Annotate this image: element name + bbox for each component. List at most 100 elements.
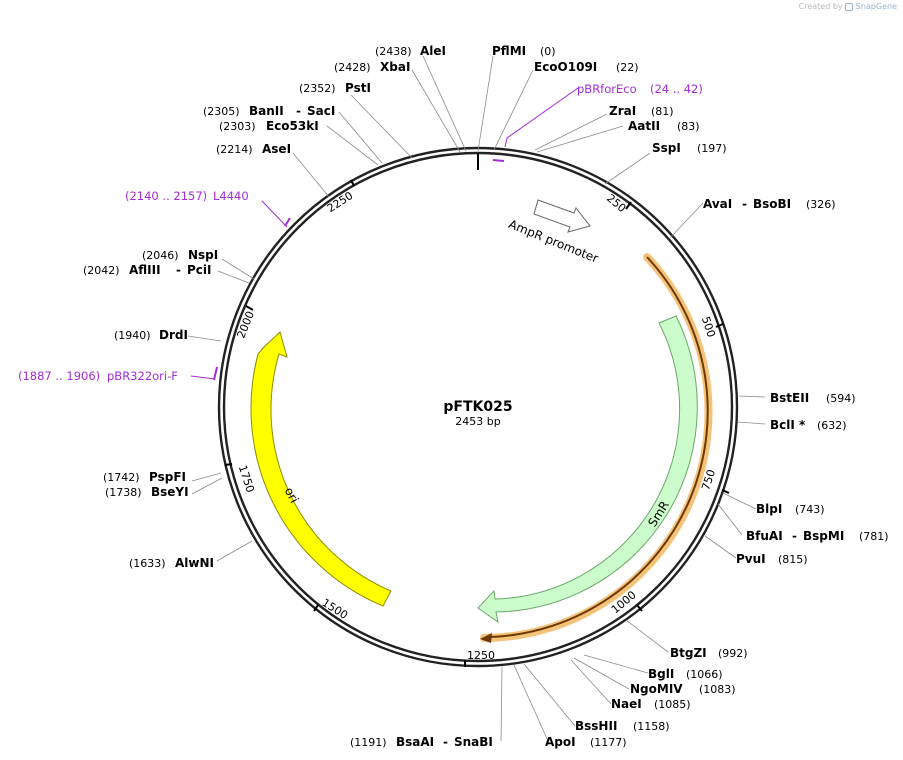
enzyme-aflIII-name: AflIII [129, 263, 161, 277]
enzyme-pflMI-name: PflMI [492, 44, 526, 58]
tick-label-2000: 2000 [234, 309, 257, 340]
enzyme-apoI-pos: (1177) [590, 736, 627, 749]
ampr-promoter-feature: AmpR promoter [507, 199, 600, 266]
plasmid-length: 2453 bp [455, 415, 500, 428]
enzyme-aflIII-pos: (2042) [83, 264, 120, 277]
enzyme-labels-left: (2438) AleI (2428) XbaI (2352) PstI (230… [83, 44, 446, 570]
enzyme-aatII-name: AatII [628, 119, 660, 133]
primer-pbrforeco-pos: (24 .. 42) [650, 82, 703, 96]
enzyme-blpI-name: BlpI [756, 502, 782, 516]
enzyme-pflMI-pos: (0) [540, 45, 556, 58]
enzyme-bfuAI-sep: - [792, 529, 797, 543]
enzyme-snaBI-name: SnaBI [454, 735, 493, 749]
enzyme-bsaAI-sep: - [443, 735, 448, 749]
enzyme-aflIII-sep: - [176, 263, 181, 277]
enzyme-bfuAI-name: BfuAI [746, 529, 783, 543]
enzyme-btgZI-pos: (992) [718, 647, 748, 660]
enzyme-pciI-name: PciI [187, 263, 212, 277]
enzyme-leader-lines [187, 55, 766, 742]
tick-label-1250: 1250 [467, 649, 495, 662]
enzyme-bstEII-pos: (594) [826, 392, 856, 405]
enzyme-pspFI-name: PspFI [149, 470, 186, 484]
enzyme-pvuI-name: PvuI [736, 552, 766, 566]
primer-l4440-name: L4440 [213, 189, 249, 203]
enzyme-blpI-pos: (743) [795, 503, 825, 516]
primer-l4440: (2140 .. 2157) L4440 [125, 189, 291, 228]
primer-pbrforeco-name: pBRforEco [577, 82, 637, 96]
enzyme-pvuI-pos: (815) [778, 553, 808, 566]
enzyme-apoI-name: ApoI [545, 735, 576, 749]
credit-prefix: Created by [798, 2, 843, 11]
enzyme-aatII-pos: (83) [677, 120, 700, 133]
enzyme-drdI-pos: (1940) [114, 329, 151, 342]
enzyme-xbaI-name: XbaI [380, 60, 410, 74]
enzyme-bstEII-name: BstEII [770, 391, 809, 405]
enzyme-bseYI-name: BseYI [151, 485, 189, 499]
enzyme-avaI-sep: - [742, 197, 747, 211]
enzyme-eco53kI-pos: (2303) [219, 120, 256, 133]
ori-label: ori [282, 485, 302, 505]
tick-label-250: 250 [604, 192, 628, 215]
primer-pbrforeco: pBRforEco (24 .. 42) [492, 82, 703, 162]
enzyme-nspI-name: NspI [188, 248, 218, 262]
enzyme-naeI-name: NaeI [611, 697, 642, 711]
enzyme-bsaAI-pos: (1191) [350, 736, 387, 749]
enzyme-sacI-name: SacI [307, 104, 335, 118]
enzyme-ecoO109I-pos: (22) [616, 61, 639, 74]
enzyme-zraI-pos: (81) [651, 105, 674, 118]
backbone-outer-ring [217, 146, 739, 668]
enzyme-btgZI-name: BtgZI [670, 646, 707, 660]
enzyme-sspI-pos: (197) [697, 142, 727, 155]
enzyme-aleI-name: AleI [420, 44, 446, 58]
enzyme-bseYI-pos: (1738) [105, 486, 142, 499]
enzyme-pspFI-pos: (1742) [103, 471, 140, 484]
enzyme-labels-right: PflMI (0) EcoO109I (22) ZraI (81) AatII … [350, 44, 889, 749]
enzyme-alwNI-pos: (1633) [129, 557, 166, 570]
enzyme-avaI-pos: (326) [806, 198, 836, 211]
enzyme-bfuAI-pos: (781) [859, 530, 889, 543]
enzyme-aseI-name: AseI [262, 142, 291, 156]
enzyme-ngoMIV-pos: (1083) [699, 683, 736, 696]
snapgene-credit: Created by SnapGene [799, 2, 897, 11]
tick-label-500: 500 [699, 315, 718, 339]
ori-feature: ori [250, 331, 392, 607]
enzyme-xbaI-pos: (2428) [334, 61, 371, 74]
enzyme-ngoMIV-name: NgoMIV [630, 682, 683, 696]
enzyme-avaI-name: AvaI [703, 197, 732, 211]
primer-pbr322ori-f-pos: (1887 .. 1906) [18, 369, 100, 383]
enzyme-aseI-pos: (2214) [216, 143, 253, 156]
enzyme-bclI-pos: (632) [817, 419, 847, 432]
enzyme-eco53kI-name: Eco53kI [266, 119, 319, 133]
credit-brand: SnapGene [855, 2, 897, 11]
enzyme-banII-name: BanII [249, 104, 284, 118]
enzyme-pstI-name: PstI [345, 81, 371, 95]
enzyme-bsoBI-name: BsoBI [753, 197, 791, 211]
plasmid-name: pFTK025 [443, 399, 512, 415]
enzyme-sspI-name: SspI [652, 141, 681, 155]
enzyme-bclI-name: BclI * [770, 418, 806, 432]
primer-l4440-pos: (2140 .. 2157) [125, 189, 207, 203]
enzyme-zraI-name: ZraI [609, 104, 636, 118]
enzyme-bglI-pos: (1066) [686, 668, 723, 681]
enzyme-bssHII-pos: (1158) [633, 720, 670, 733]
primer-pbr322ori-f: (1887 .. 1906) pBR322ori-F [18, 366, 218, 383]
enzyme-pstI-pos: (2352) [299, 82, 336, 95]
enzyme-ecoO109I-name: EcoO109I [534, 60, 597, 74]
highlight-feature [480, 253, 713, 643]
enzyme-bssHII-name: BssHII [575, 719, 617, 733]
enzyme-nspI-pos: (2046) [142, 249, 179, 262]
enzyme-banII-pos: (2305) [203, 105, 240, 118]
enzyme-bglI-name: BglI [648, 667, 674, 681]
enzyme-banII-sep: - [296, 104, 301, 118]
enzyme-alwNI-name: AlwNI [175, 556, 214, 570]
primer-pbr322ori-f-name: pBR322ori-F [107, 369, 178, 383]
enzyme-naeI-pos: (1085) [654, 698, 691, 711]
enzyme-bsaAI-name: BsaAI [396, 735, 434, 749]
enzyme-drdI-name: DrdI [159, 328, 188, 342]
enzyme-aleI-pos: (2438) [375, 45, 412, 58]
enzyme-bspMI-name: BspMI [803, 529, 844, 543]
snapgene-logo-icon [845, 2, 854, 11]
smr-feature: SmR [477, 315, 698, 624]
tick-label-750: 750 [699, 468, 718, 492]
